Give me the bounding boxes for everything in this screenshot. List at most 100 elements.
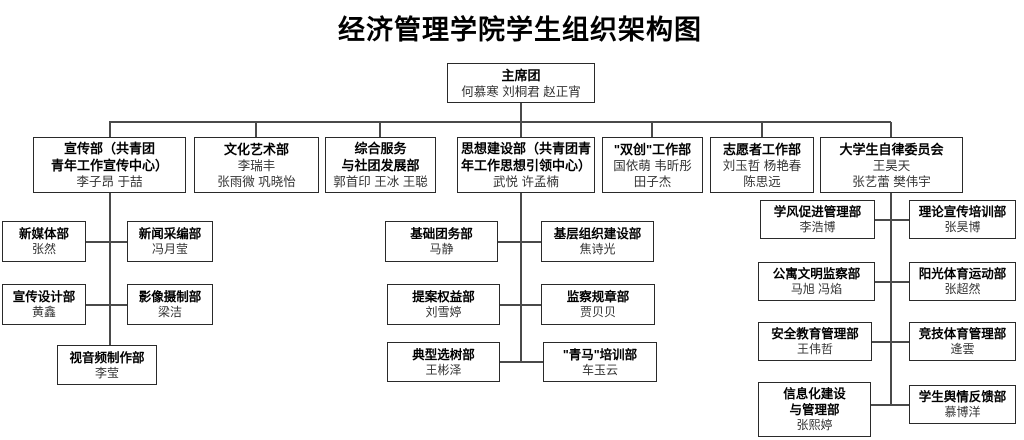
box-informatization: 信息化建设 与管理部 张熙婷 <box>758 382 871 437</box>
dept-names: 国依萌 韦昕彤 <box>613 158 692 173</box>
sub-title: 公寓文明监察部 <box>772 267 861 281</box>
sub-name: 马静 <box>429 242 454 256</box>
dept-names: 陈思远 <box>743 174 781 189</box>
dept-title: 思想建设部（共青团青 <box>460 141 591 156</box>
connector-discipline-row4 <box>871 404 909 406</box>
connector-discipline-vertical <box>890 193 892 405</box>
box-qingma-training: "青马"培训部 车玉云 <box>543 342 657 382</box>
connector-publicity-vertical <box>109 193 111 345</box>
dept-names: 武悦 许孟楠 <box>493 175 559 189</box>
dept-names: 郭首印 王冰 王聪 <box>333 175 428 189</box>
sub-title: 基础团务部 <box>410 227 473 241</box>
box-theory-training: 理论宣传培训部 张昊博 <box>909 200 1016 239</box>
dept-title: "双创"工作部 <box>613 141 692 157</box>
dept-title: 志愿者工作部 <box>722 141 801 157</box>
box-dept-publicity: 宣传部（共青团 青年工作宣传中心） 李子昂 于喆 <box>33 137 186 193</box>
box-model-selection: 典型选树部 王彬泽 <box>387 342 500 382</box>
connector-drop-discipline <box>890 122 892 137</box>
sub-title: 竞技体育管理部 <box>918 327 1007 341</box>
connector-publicity-row2 <box>86 304 127 306</box>
sub-name: 慕博洋 <box>944 405 981 419</box>
connector-discipline-row3 <box>872 341 909 343</box>
connector-ideology-row2 <box>500 304 541 306</box>
box-dept-ideology: 思想建设部（共青团青 年工作思想引领中心） 武悦 许孟楠 <box>457 137 595 193</box>
box-dorm-supervision: 公寓文明监察部 马旭 冯焰 <box>758 262 875 301</box>
sub-title: 学生舆情反馈部 <box>918 390 1007 404</box>
sub-title: 宣传设计部 <box>12 290 76 304</box>
sub-name: 王伟哲 <box>796 342 833 356</box>
connector-bus <box>109 121 891 123</box>
dept-title: 大学生自律委员会 <box>839 141 944 157</box>
connector-discipline-row2 <box>875 281 909 283</box>
dept-title: 宣传部（共青团 <box>63 141 155 156</box>
sub-title: 新闻采编部 <box>138 227 202 241</box>
sub-name: 焦诗光 <box>579 242 616 256</box>
box-opinion-feedback: 学生舆情反馈部 慕博洋 <box>909 385 1016 424</box>
sub-title: 监察规章部 <box>566 290 630 304</box>
sub-name: 李浩博 <box>799 220 836 234</box>
box-sunshine-sports: 阳光体育运动部 张超然 <box>909 262 1016 301</box>
sub-title: 阳光体育运动部 <box>918 267 1007 281</box>
box-safety-education: 安全教育管理部 王伟哲 <box>758 322 872 361</box>
sub-name: 李莹 <box>94 365 119 380</box>
box-dept-general-service: 综合服务 与社团发展部 郭首印 王冰 王聪 <box>325 137 436 193</box>
dept-title: 青年工作宣传中心） <box>50 158 168 173</box>
sub-name: 车玉云 <box>581 362 618 377</box>
presidium-names: 何慕寒 刘桐君 赵正宵 <box>461 84 581 99</box>
sub-name: 张熙婷 <box>796 418 833 432</box>
connector-drop-culture <box>255 122 257 137</box>
presidium-title: 主席团 <box>501 67 541 83</box>
box-new-media: 新媒体部 张然 <box>2 221 86 262</box>
sub-name: 贾贝贝 <box>579 305 616 319</box>
sub-title: 信息化建设 <box>783 387 846 401</box>
dept-title: 综合服务 <box>354 141 407 156</box>
box-grassroots-org: 基层组织建设部 焦诗光 <box>541 221 654 262</box>
sub-title: 影像摄制部 <box>138 290 202 304</box>
connector-root-drop <box>520 103 522 122</box>
dept-names: 李瑞丰 <box>237 158 276 173</box>
dept-names: 张雨微 巩晓怡 <box>217 174 296 189</box>
box-publicity-design: 宣传设计部 黄鑫 <box>2 284 86 325</box>
dept-names: 李子昂 于喆 <box>76 175 143 189</box>
sub-title: 理论宣传培训部 <box>918 205 1007 219</box>
box-proposal-rights: 提案权益部 刘雪婷 <box>387 284 500 325</box>
sub-title: 基层组织建设部 <box>553 227 642 241</box>
box-presidium: 主席团 何慕寒 刘桐君 赵正宵 <box>447 63 595 103</box>
sub-title: 与管理部 <box>789 403 840 417</box>
box-dept-culture-art: 文化艺术部 李瑞丰 张雨微 巩晓怡 <box>194 137 319 193</box>
box-dept-volunteer: 志愿者工作部 刘玉哲 杨艳春 陈思远 <box>710 137 814 193</box>
dept-names: 王昊天 <box>872 158 911 173</box>
dept-title: 文化艺术部 <box>223 141 289 157</box>
connector-drop-volunteer <box>761 122 763 137</box>
connector-discipline-row1 <box>875 219 909 221</box>
connector-drop-ideology <box>520 122 522 137</box>
dept-names: 刘玉哲 杨艳春 <box>722 158 802 173</box>
sub-title: 典型选树部 <box>412 347 475 362</box>
connector-ideology-row3 <box>500 361 543 363</box>
dept-title: 年工作思想引领中心） <box>460 158 591 173</box>
sub-title: "青马"培训部 <box>562 347 638 362</box>
connector-drop-innovation <box>651 122 653 137</box>
chart-title: 经济管理学院学生组织架构图 <box>338 15 702 45</box>
box-video-photography: 影像摄制部 梁洁 <box>127 284 213 325</box>
dept-title: 与社团发展部 <box>341 158 420 173</box>
box-av-production: 视音频制作部 李莹 <box>57 345 157 385</box>
connector-publicity-row1 <box>86 241 127 243</box>
sub-name: 逄雲 <box>950 342 975 356</box>
sub-title: 安全教育管理部 <box>771 327 859 341</box>
connector-ideology-vertical <box>520 193 522 362</box>
sub-name: 张然 <box>31 242 56 256</box>
box-supervision-rules: 监察规章部 贾贝贝 <box>541 284 655 325</box>
box-news-editing: 新闻采编部 冯月莹 <box>127 221 213 262</box>
box-dept-self-discipline: 大学生自律委员会 王昊天 张艺蕾 樊伟宇 <box>820 137 963 193</box>
connector-drop-service <box>379 122 381 137</box>
sub-title: 视音频制作部 <box>69 350 145 365</box>
sub-name: 王彬泽 <box>425 362 462 377</box>
sub-name: 张昊博 <box>944 220 981 234</box>
dept-names: 田子杰 <box>633 174 672 189</box>
sub-name: 冯月莹 <box>151 242 188 256</box>
dept-names: 张艺蕾 樊伟宇 <box>852 174 931 189</box>
box-competitive-sports: 竞技体育管理部 逄雲 <box>909 322 1016 361</box>
sub-title: 提案权益部 <box>412 290 475 304</box>
box-study-style: 学风促进管理部 李浩博 <box>760 200 875 239</box>
